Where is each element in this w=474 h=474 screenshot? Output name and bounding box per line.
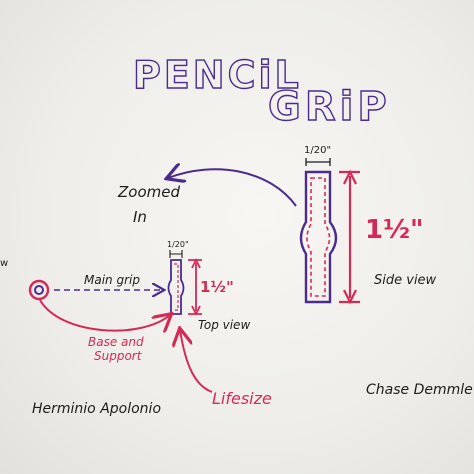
- top-view-label: Top view: [198, 318, 250, 332]
- main-grip-label: Main grip: [84, 273, 140, 287]
- title-line-1: PENCiL: [133, 53, 302, 97]
- base-label-1: Base and: [88, 335, 144, 349]
- in-label: In: [133, 208, 147, 226]
- zoom-arrow: [168, 169, 297, 207]
- zoomed-height-dimension: [339, 170, 360, 304]
- author-left: Herminio Apolonio: [32, 401, 161, 417]
- base-label-2: Support: [94, 349, 143, 363]
- zoomed-height-label: 1½": [365, 215, 424, 245]
- side-view-label: Side view: [374, 273, 437, 288]
- zoomed-label: Zoomed: [117, 183, 180, 201]
- small-width-label: 1/20": [167, 240, 189, 249]
- zoomed-grip-drawing: [299, 170, 338, 304]
- zoomed-width-label: 1/20": [304, 145, 331, 156]
- base-support-arrow: [39, 299, 170, 331]
- lifesize-label: Lifesize: [212, 389, 272, 408]
- author-right: Chase Demmle: [366, 382, 473, 398]
- grip-circle-inner: [34, 285, 44, 295]
- small-height-label: 1½": [200, 278, 234, 296]
- edge-mark: w: [0, 258, 8, 269]
- lifesize-arrow: [180, 330, 213, 393]
- zoomed-width-dimension: [305, 158, 331, 166]
- grip-circle: [28, 279, 50, 301]
- title-line-2: GRiP: [268, 84, 391, 130]
- lifesize-grip-drawing: [167, 259, 185, 315]
